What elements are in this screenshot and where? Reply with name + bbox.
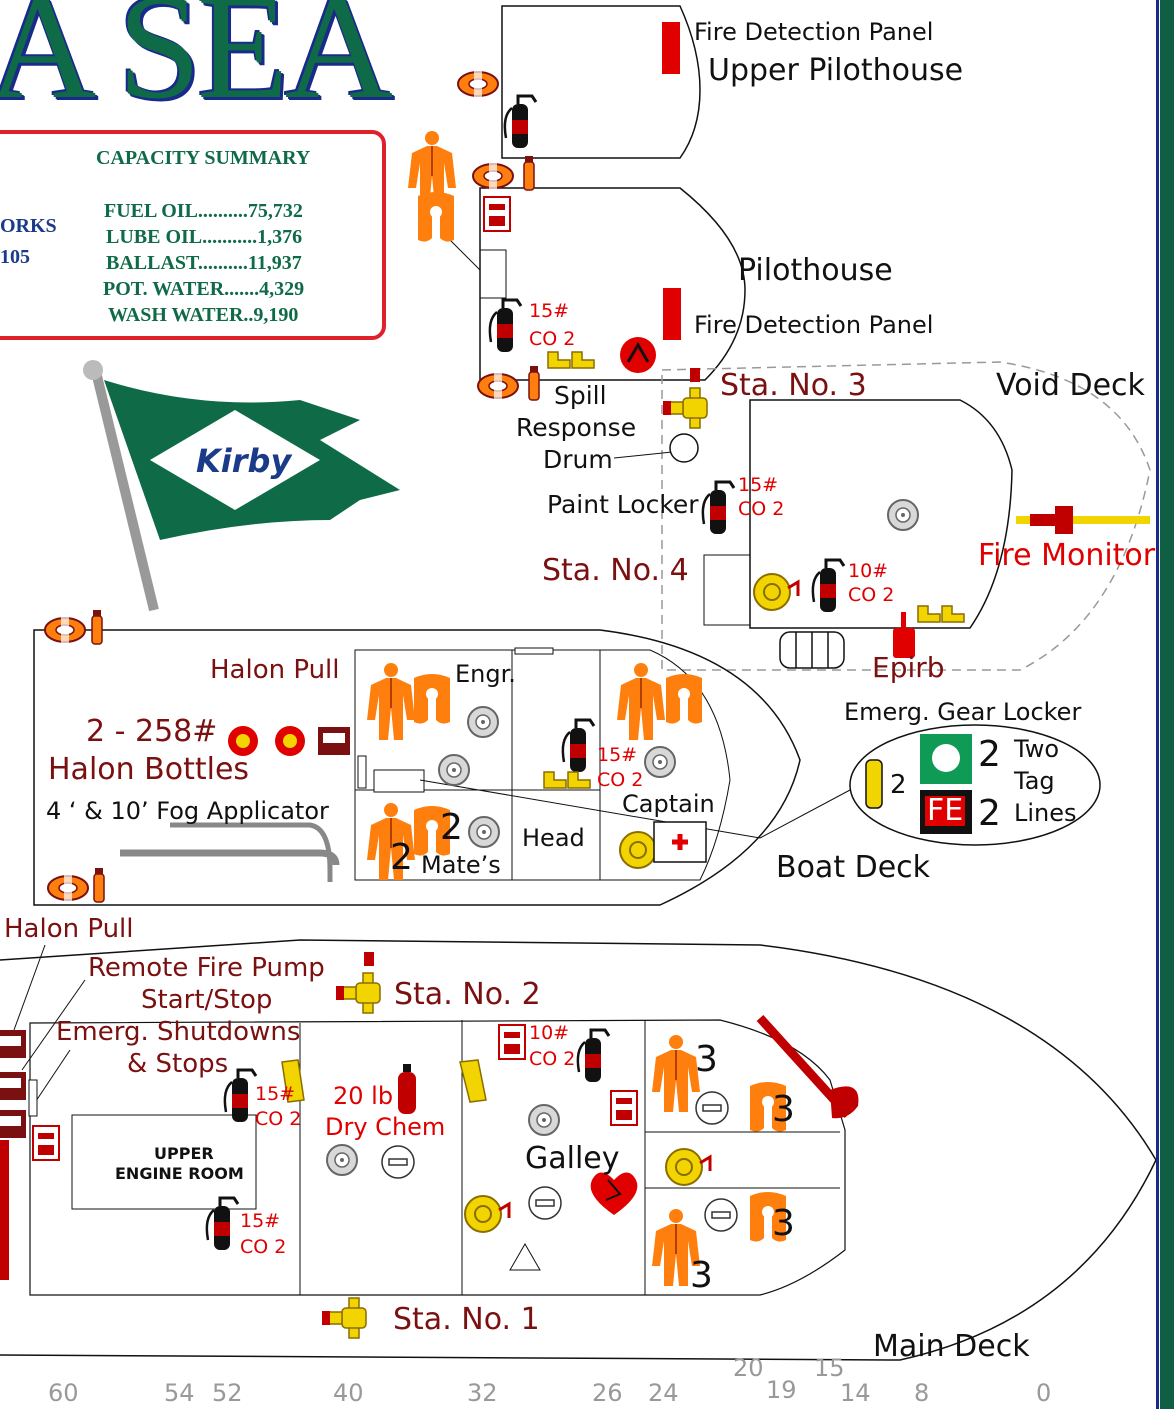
extinguisher-type: CO 2 — [597, 769, 644, 791]
capacity-row: POT. WATER.......4,329 — [103, 278, 305, 300]
emerg-gear-locker-label: Emerg. Gear Locker — [844, 698, 1082, 726]
upper-engine-room-label-2: ENGINE ROOM — [115, 1164, 244, 1183]
fe-count: 2 — [978, 793, 1001, 834]
mates-count-a: 2 — [440, 807, 463, 848]
extinguisher-type: CO 2 — [255, 1108, 302, 1130]
extinguisher-type: CO 2 — [240, 1236, 287, 1258]
frame-number: 52 — [212, 1379, 243, 1407]
galley-count: 3 — [695, 1039, 718, 1080]
page-border — [1160, 0, 1174, 1409]
fe-box-label: FE — [925, 793, 966, 828]
frame-number: 40 — [333, 1379, 364, 1407]
extinguisher-size: 15# — [529, 300, 570, 322]
scba-count: 2 — [890, 770, 907, 800]
frame-number: 24 — [648, 1379, 679, 1407]
frame-number: 60 — [48, 1379, 79, 1407]
pilothouse-label: Pilothouse — [738, 253, 893, 288]
halon-pull-label: Halon Pull — [210, 655, 340, 685]
dry-chem-label: Dry Chem — [325, 1113, 446, 1141]
boat-deck-label: Boat Deck — [776, 850, 931, 885]
frame-number: 32 — [467, 1379, 498, 1407]
extinguisher-size: 15# — [240, 1210, 281, 1232]
capacity-summary-box — [0, 130, 386, 340]
head-label: Head — [522, 824, 585, 852]
halon-bottles-label: Halon Bottles — [48, 752, 250, 787]
halon-count-label: 2 - 258# — [86, 714, 218, 749]
extinguisher-type: CO 2 — [848, 584, 895, 606]
paint-locker-label: Paint Locker — [547, 490, 699, 519]
remote-fire-pump-label: Remote Fire Pump — [88, 953, 325, 983]
remote-fire-pump-label-2: Start/Stop — [141, 985, 273, 1015]
fog-applicator-label: 4 ‘ & 10’ Fog Applicator — [46, 797, 329, 825]
mask-count: 2 — [978, 734, 1001, 775]
captain-label: Captain — [622, 790, 715, 818]
fire-detection-panel-label: Fire Detection Panel — [694, 18, 934, 46]
emerg-stops-label: & Stops — [127, 1049, 229, 1079]
fire-detection-panel-label: Fire Detection Panel — [694, 311, 934, 339]
main-deck-label: Main Deck — [873, 1329, 1030, 1364]
galley-count: 3 — [772, 1089, 795, 1130]
capacity-row: WASH WATER..9,190 — [108, 304, 299, 326]
capacity-heading: CAPACITY SUMMARY — [96, 147, 311, 169]
galley-count: 3 — [772, 1203, 795, 1244]
capacity-row: BALLAST..........11,937 — [106, 252, 302, 274]
galley-count: 3 — [690, 1255, 713, 1296]
station-3-label: Sta. No. 3 — [720, 368, 867, 403]
tag-label: Tag — [1014, 767, 1055, 795]
station-4-label: Sta. No. 4 — [542, 553, 689, 588]
halon-pull-label: Halon Pull — [4, 914, 134, 944]
dry-chem-size-label: 20 lb — [333, 1082, 394, 1110]
frame-number: 19 — [766, 1376, 797, 1404]
capacity-row: FUEL OIL..........75,732 — [104, 200, 303, 222]
capacity-cut-text-1: ORKS — [0, 215, 57, 237]
frame-number: 0 — [1036, 1379, 1052, 1407]
two-label: Two — [1014, 735, 1059, 763]
frame-number: 54 — [164, 1379, 195, 1407]
capacity-cut-text-2: 105 — [0, 246, 30, 268]
vessel-title: A SEA — [0, 0, 393, 130]
extinguisher-size: 15# — [738, 474, 779, 496]
extinguisher-size: 10# — [529, 1022, 570, 1044]
emerg-shutdowns-label: Emerg. Shutdowns — [56, 1017, 301, 1047]
station-1-label: Sta. No. 1 — [393, 1302, 540, 1337]
engr-label: Engr. — [455, 660, 516, 688]
upper-engine-room-label: UPPER — [154, 1144, 214, 1163]
mates-count-b: 2 — [390, 837, 413, 878]
upper-pilothouse-label: Upper Pilothouse — [708, 53, 964, 88]
void-deck-label: Void Deck — [996, 368, 1145, 403]
extinguisher-type: CO 2 — [529, 328, 576, 350]
frame-number: 26 — [592, 1379, 623, 1407]
frame-number: 14 — [840, 1379, 871, 1407]
galley-label: Galley — [525, 1141, 620, 1176]
lines-label: Lines — [1014, 799, 1077, 827]
fire-monitor-label: Fire Monitor — [978, 538, 1156, 573]
flag-logo-text: Kirby — [196, 442, 292, 480]
station-2-label: Sta. No. 2 — [394, 977, 541, 1012]
page-border-inner — [1156, 0, 1159, 1409]
extinguisher-type: CO 2 — [738, 498, 785, 520]
capacity-row: LUBE OIL...........1,376 — [106, 226, 303, 248]
drum-label: Drum — [543, 445, 613, 474]
extinguisher-size: 15# — [255, 1083, 296, 1105]
spill-label: Spill — [554, 381, 607, 410]
frame-number: 8 — [914, 1379, 930, 1407]
extinguisher-size: 15# — [597, 744, 638, 766]
extinguisher-size: 10# — [848, 560, 889, 582]
extinguisher-type: CO 2 — [529, 1048, 576, 1070]
frame-number: 15 — [814, 1354, 845, 1382]
mates-label: Mate’s — [421, 851, 501, 879]
frame-number: 20 — [733, 1354, 764, 1382]
epirb-label: Epirb — [872, 651, 945, 684]
response-label: Response — [516, 413, 637, 442]
